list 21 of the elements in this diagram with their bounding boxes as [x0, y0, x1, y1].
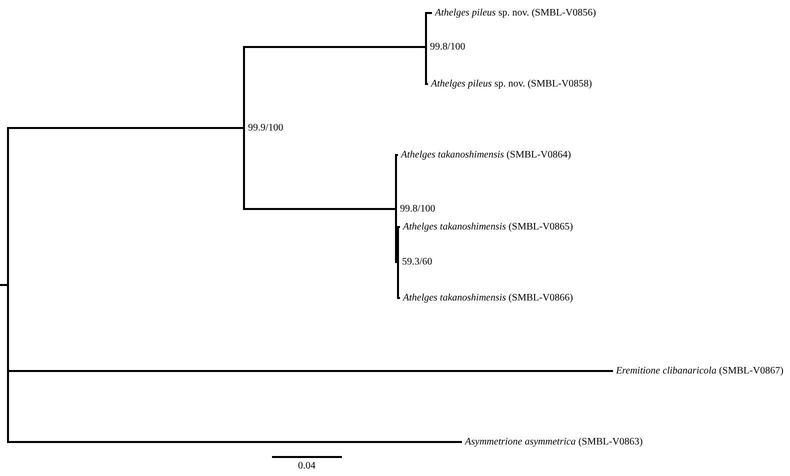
support-value: 99.8/100 — [426, 40, 466, 54]
tree-branch — [395, 154, 398, 209]
tree-branch — [7, 127, 244, 285]
taxon-label: Athelges pileus sp. nov. (SMBL-V0856) — [432, 6, 596, 20]
tree-branch — [243, 46, 426, 128]
taxon-label: Athelges takanoshimensis (SMBL-V0865) — [400, 220, 573, 234]
taxon-label: Asymmetrione asymmetrica (SMBL-V0863) — [462, 436, 643, 448]
taxon-label: Eremitione clibanaricola (SMBL-V0867) — [613, 364, 784, 378]
support-value: 59.3/60 — [398, 256, 432, 268]
tree-branch — [397, 226, 400, 262]
tree-branch — [425, 12, 432, 47]
taxon-label: Athelges takanoshimensis (SMBL-V0864) — [398, 148, 571, 162]
support-value: 99.9/100 — [244, 122, 284, 134]
taxon-label: Athelges pileus sp. nov. (SMBL-V0858) — [428, 78, 592, 90]
tree-branch — [395, 209, 398, 263]
taxon-label: Athelges takanoshimensis (SMBL-V0866) — [400, 292, 573, 304]
tree-branch — [425, 47, 428, 85]
tree-branch — [397, 262, 400, 299]
tree-branch — [243, 128, 396, 210]
support-value: 99.8/100 — [396, 202, 436, 216]
scale-label: 0.04 — [298, 460, 316, 472]
